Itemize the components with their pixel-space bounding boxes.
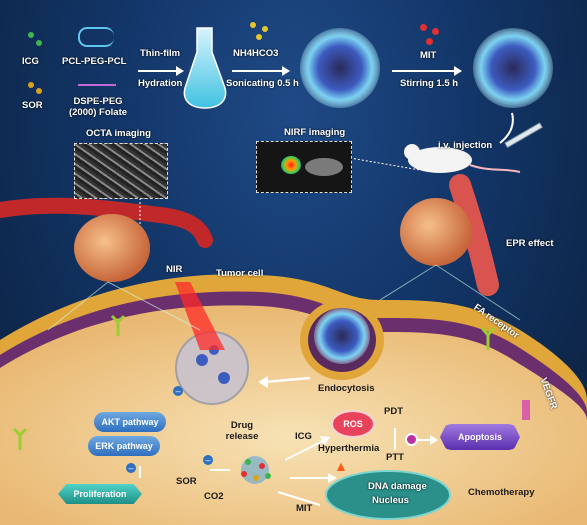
step-stirring-label: Stirring 1.5 h xyxy=(400,78,459,89)
vegfr xyxy=(522,400,530,420)
fa-receptor xyxy=(480,327,496,350)
drug-release-label: Drug release xyxy=(225,420,259,442)
mit-label: MIT xyxy=(296,503,313,514)
erk-pathway: ERK pathway xyxy=(88,436,160,456)
step-hydration-label: Hydration xyxy=(138,78,183,89)
sor-molecule-icon xyxy=(36,88,42,94)
dspe-peg-folate-icon xyxy=(78,84,116,86)
blood-vessel-left xyxy=(0,197,213,248)
cytoplasm xyxy=(0,305,587,525)
ros-signal-dot xyxy=(405,433,418,446)
mouse-body xyxy=(408,147,472,173)
mit-molecule-icon xyxy=(420,24,427,31)
mit-molecule-icon xyxy=(426,38,433,45)
erk-pathway-label: ERK pathway xyxy=(95,441,153,451)
nanoparticle-endocytosed xyxy=(314,308,370,364)
akt-pathway: AKT pathway xyxy=(94,412,166,432)
icg-label: ICG xyxy=(295,431,312,442)
legend-icg-label: ICG xyxy=(22,56,39,67)
flame-icon: ▲ xyxy=(334,458,348,474)
nanoparticle-1 xyxy=(300,28,380,108)
hyperthermia-label: Hyperthermia xyxy=(318,443,380,454)
nh4hco3-molecule-icon xyxy=(256,34,262,40)
inhibit-icon: – xyxy=(173,386,183,396)
nirf-imaging-label: NIRF imaging xyxy=(284,127,346,138)
inhibit-icon: – xyxy=(203,455,213,465)
sor-molecule-icon xyxy=(28,82,34,88)
co2-label: CO2 xyxy=(204,491,224,502)
nh4hco3-molecule-icon xyxy=(262,26,268,32)
nucleus-label: Nucleus xyxy=(372,495,409,506)
octa-imaging-label: OCTA imaging xyxy=(86,128,151,139)
step-thin-film-label: Thin-film xyxy=(140,48,181,59)
step-mit-label: MIT xyxy=(420,50,437,61)
ros-burst: ROS xyxy=(331,410,375,438)
sor-label: SOR xyxy=(176,476,197,487)
nir-beam xyxy=(175,282,225,350)
legend-dspe-peg-folate-label: DSPE-PEG (2000) Folate xyxy=(68,96,128,118)
dna-damage-label: DNA damage xyxy=(368,481,427,492)
tumor-left xyxy=(74,214,150,282)
tumor-right xyxy=(400,198,472,266)
legend-pcl-peg-pcl-label: PCL-PEG-PCL xyxy=(62,56,127,67)
drug-release-cluster xyxy=(241,456,271,484)
legend-sor-label: SOR xyxy=(22,100,43,111)
nirf-image xyxy=(256,141,352,193)
flask xyxy=(183,27,227,109)
apoptosis: Apoptosis xyxy=(440,424,520,450)
icg-molecule-icon xyxy=(28,32,34,38)
pdt-label: PDT xyxy=(384,406,403,417)
nh4hco3-molecule-icon xyxy=(250,22,256,28)
chemotherapy-label: Chemotherapy xyxy=(468,487,535,498)
akt-pathway-label: AKT pathway xyxy=(101,417,159,427)
step-sonicating-label: Sonicating 0.5 h xyxy=(226,78,299,89)
blood-vessel-right xyxy=(449,174,499,296)
icg-molecule-icon xyxy=(36,40,42,46)
apoptosis-label: Apoptosis xyxy=(458,432,502,442)
inhibit-icon: – xyxy=(126,463,136,473)
octa-image xyxy=(74,143,168,199)
arrow-sonicating xyxy=(232,66,290,76)
mit-molecule-icon xyxy=(432,28,439,35)
nanoparticle-2 xyxy=(473,28,553,108)
tumor-cell-label: Tumor cell xyxy=(216,268,264,279)
syringe xyxy=(504,122,543,149)
ros-label: ROS xyxy=(343,419,363,429)
endocytosis-label: Endocytosis xyxy=(318,383,375,394)
nucleus xyxy=(325,470,451,520)
pcl-peg-pcl-icon xyxy=(78,27,114,47)
ptt-label: PTT xyxy=(386,452,404,463)
arrow-stirring xyxy=(392,66,462,76)
nir-label: NIR xyxy=(166,264,183,275)
arrow-thin-film xyxy=(138,66,184,76)
iv-injection-label: i.v. injection xyxy=(438,140,493,151)
step-nh4hco3-label: NH4HCO3 xyxy=(233,48,279,59)
epr-effect-label: EPR effect xyxy=(506,238,554,249)
proliferation: Proliferation xyxy=(58,484,142,504)
proliferation-label: Proliferation xyxy=(73,489,127,499)
